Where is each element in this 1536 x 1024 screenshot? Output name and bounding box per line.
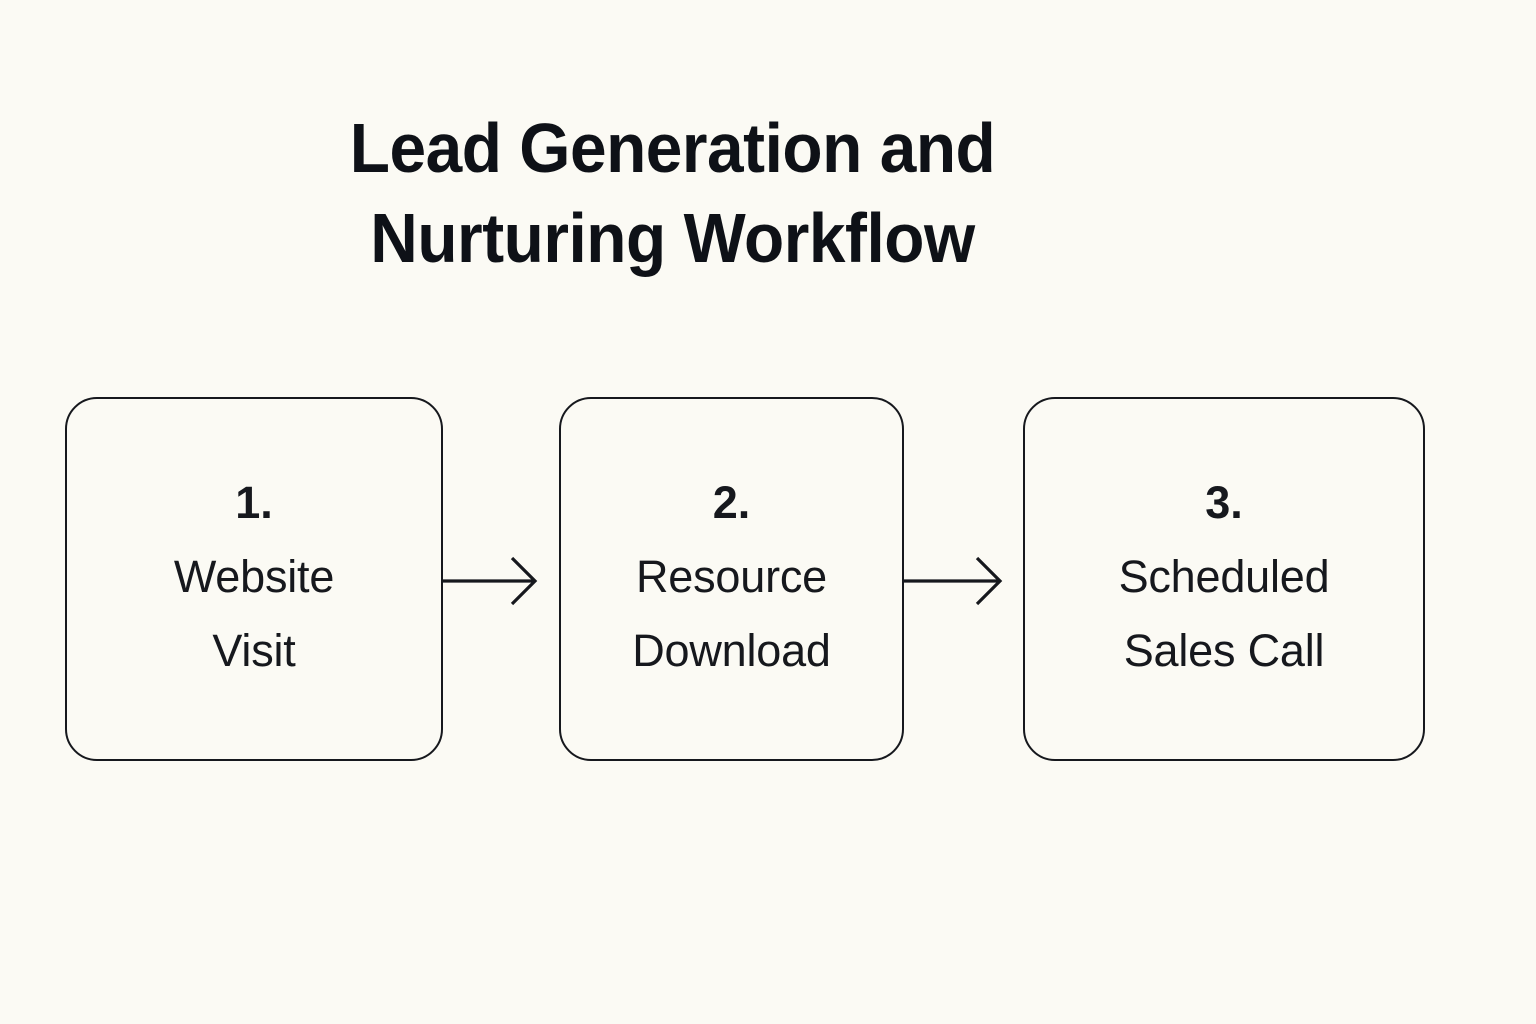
flow-node-label-line-2: Sales Call	[1123, 625, 1325, 676]
flow-node-index: 1.	[235, 477, 273, 528]
flow-node-content: 2. Resource Download	[632, 466, 831, 688]
flow-node-resource-download[interactable]: 2. Resource Download	[559, 397, 904, 761]
flow-node-website-visit[interactable]: 1. Website Visit	[65, 397, 443, 761]
flow-node-label-line-2: Download	[632, 625, 831, 676]
flow-node-index: 3.	[1205, 477, 1243, 528]
flow-node-label-line-1: Website	[173, 551, 335, 602]
flow-node-label-line-1: Resource	[636, 551, 827, 602]
flow-node-index: 2.	[712, 477, 751, 528]
arrow-right-icon-2	[904, 556, 1003, 606]
page-title-line-2: Nurturing Workflow	[370, 199, 975, 277]
arrow-right-icon-1	[443, 556, 538, 606]
flow-node-scheduled-sales-call[interactable]: 3. Scheduled Sales Call	[1023, 397, 1425, 761]
page-title: Lead Generation and Nurturing Workflow	[40, 103, 1304, 283]
page-title-line-1: Lead Generation and	[349, 109, 996, 187]
flow-node-label-line-1: Scheduled	[1118, 551, 1330, 602]
flow-node-content: 1. Website Visit	[173, 466, 335, 688]
flow-node-label-line-2: Visit	[212, 625, 296, 676]
flow-node-content: 3. Scheduled Sales Call	[1119, 466, 1330, 688]
